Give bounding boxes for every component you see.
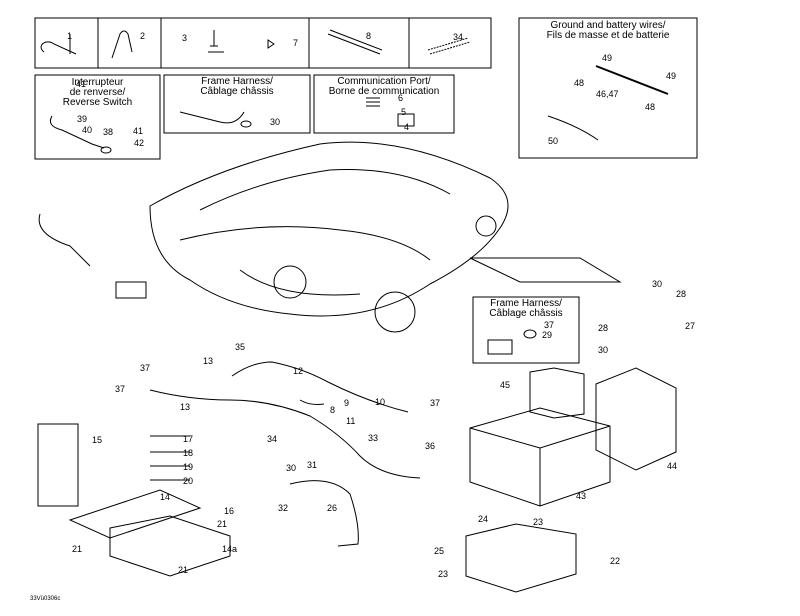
- callout-34: 12: [293, 366, 304, 376]
- callout-25: 28: [676, 289, 687, 299]
- callout-9: 46,47: [596, 89, 619, 99]
- wiring-harness-lower: [149, 361, 421, 547]
- callout-19: 38: [103, 127, 114, 137]
- comm-port-title: Communication Port/ Borne de communicati…: [316, 77, 452, 97]
- callout-20: 41: [133, 126, 144, 136]
- callout-38: 37: [430, 398, 441, 408]
- part-box-1-cable-tie: [34, 17, 99, 69]
- callout-11: 50: [548, 136, 559, 146]
- callout-12: 6: [398, 93, 404, 103]
- callout-50: 21: [217, 519, 228, 529]
- frame-harness-top-line1: Frame Harness/: [201, 76, 273, 87]
- part-box-3-7-fasteners: [160, 17, 310, 69]
- callout-29: 35: [235, 342, 246, 352]
- callout-54: 30: [286, 463, 297, 473]
- callout-0: 1: [67, 31, 73, 41]
- callout-41: 33: [368, 433, 379, 443]
- callout-21: 42: [134, 138, 145, 148]
- callout-18: 40: [82, 125, 93, 135]
- callout-49: 16: [224, 506, 235, 516]
- callout-6: 49: [602, 53, 613, 63]
- callout-45: 18: [183, 448, 194, 458]
- ground-battery-line1: Ground and battery wires/: [550, 20, 666, 31]
- reverse-switch-inset: [34, 74, 161, 160]
- callout-61: 24: [478, 514, 489, 524]
- callout-39: 11: [346, 416, 356, 426]
- callout-24: 30: [652, 279, 663, 289]
- reverse-switch-line1: Interrupteur: [71, 77, 124, 88]
- frame-harness-right-title: Frame Harness/ Câblage châssis: [475, 299, 577, 319]
- callout-5: 34: [453, 32, 464, 42]
- ground-battery-title: Ground and battery wires/ Fils de masse …: [521, 21, 695, 41]
- callout-10: 48: [645, 102, 656, 112]
- fuse-box-assembly: [37, 423, 231, 577]
- callout-8: 49: [666, 71, 677, 81]
- communication-port-inset: [313, 74, 455, 134]
- callout-59: 43: [576, 491, 587, 501]
- frame-harness-right-inset: [472, 296, 580, 364]
- engine-assembly: [38, 141, 622, 333]
- callout-27: 27: [685, 321, 696, 331]
- callout-43: 15: [92, 435, 103, 445]
- callout-26: 28: [598, 323, 609, 333]
- callout-63: 25: [434, 546, 445, 556]
- callout-13: 5: [401, 107, 407, 117]
- callout-44: 17: [183, 434, 194, 444]
- callout-46: 19: [183, 462, 194, 472]
- reverse-switch-line3: Reverse Switch: [62, 97, 133, 108]
- drawing-code: 33Vü0306c: [30, 596, 61, 602]
- callout-33: 13: [180, 402, 191, 412]
- callout-47: 20: [183, 476, 194, 486]
- callout-40: 34: [267, 434, 278, 444]
- callout-42: 36: [425, 441, 436, 451]
- callout-64: 22: [610, 556, 621, 566]
- comm-port-line2: Borne de communication: [328, 86, 440, 97]
- frame-harness-top-inset: [163, 74, 311, 134]
- callout-30: 37: [140, 363, 151, 373]
- callout-62: 23: [533, 517, 544, 527]
- callout-51: 14a: [222, 544, 238, 554]
- callout-35: 9: [344, 398, 350, 408]
- callout-65: 23: [438, 569, 449, 579]
- reverse-switch-title: Interrupteur de renverse/ Reverse Switch: [37, 78, 158, 108]
- callout-17: 39: [77, 114, 88, 124]
- callout-31: 13: [203, 356, 214, 366]
- callout-28: 30: [598, 345, 609, 355]
- callout-16: 41: [76, 79, 87, 89]
- callout-14: 4: [404, 122, 410, 132]
- callout-37: 10: [375, 397, 386, 407]
- comm-port-line1: Communication Port/: [337, 76, 431, 87]
- callout-53: 21: [178, 565, 189, 575]
- callout-57: 26: [327, 503, 338, 513]
- frame-harness-right-line2: Câblage châssis: [489, 308, 563, 319]
- part-box-2-clip: [97, 17, 162, 69]
- part-box-34-sleeve: [408, 17, 492, 69]
- part-box-8-tube: [308, 17, 410, 69]
- callout-7: 48: [574, 78, 585, 88]
- callout-60: 44: [667, 461, 678, 471]
- callout-48: 14: [160, 492, 171, 502]
- callout-4: 8: [366, 31, 372, 41]
- callout-56: 32: [278, 503, 289, 513]
- callout-32: 37: [115, 384, 126, 394]
- frame-harness-top-line2: Câblage châssis: [200, 86, 274, 97]
- callout-58: 45: [500, 380, 511, 390]
- ground-battery-inset: [518, 17, 698, 159]
- battery-assembly: [465, 367, 677, 593]
- callout-3: 7: [293, 38, 299, 48]
- callout-55: 31: [307, 460, 318, 470]
- callout-23: 29: [542, 330, 553, 340]
- callout-36: 8: [330, 405, 336, 415]
- callout-22: 37: [544, 320, 555, 330]
- callout-1: 2: [140, 31, 146, 41]
- callout-52: 21: [72, 544, 83, 554]
- frame-harness-top-title: Frame Harness/ Câblage châssis: [166, 77, 308, 97]
- reverse-switch-line2: de renverse/: [69, 87, 126, 98]
- callout-15: 30: [270, 117, 281, 127]
- callout-2: 3: [182, 33, 188, 43]
- ground-battery-line2: Fils de masse et de batterie: [546, 30, 670, 41]
- frame-harness-right-line1: Frame Harness/: [490, 298, 562, 309]
